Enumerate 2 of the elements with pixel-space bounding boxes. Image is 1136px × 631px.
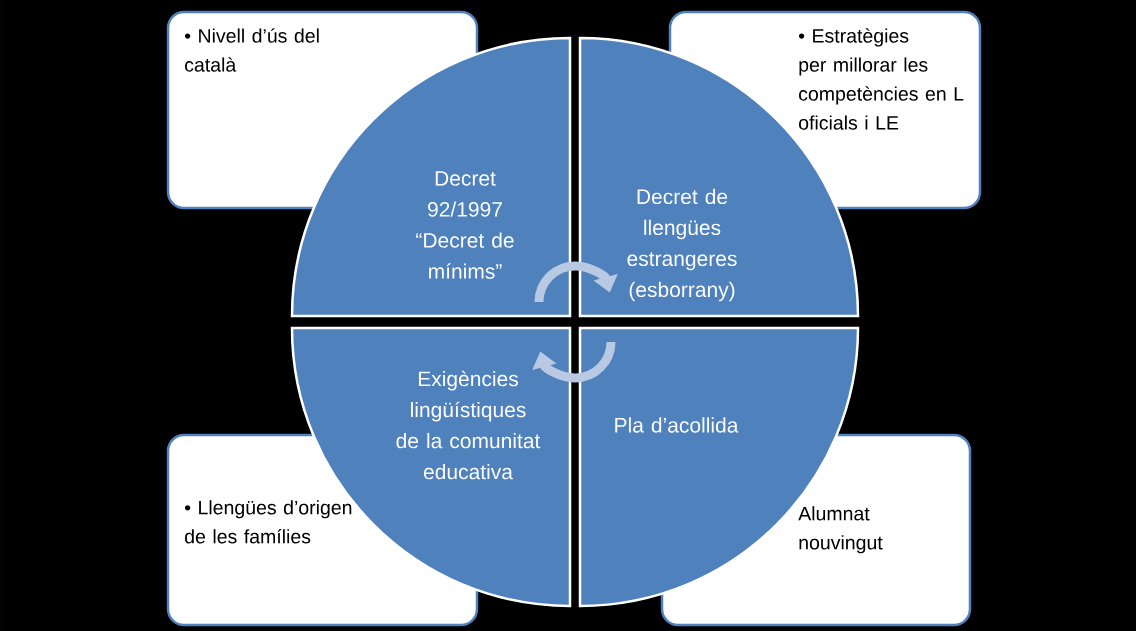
cycle-arrow xyxy=(532,341,616,383)
cycle-arrow xyxy=(534,261,618,303)
